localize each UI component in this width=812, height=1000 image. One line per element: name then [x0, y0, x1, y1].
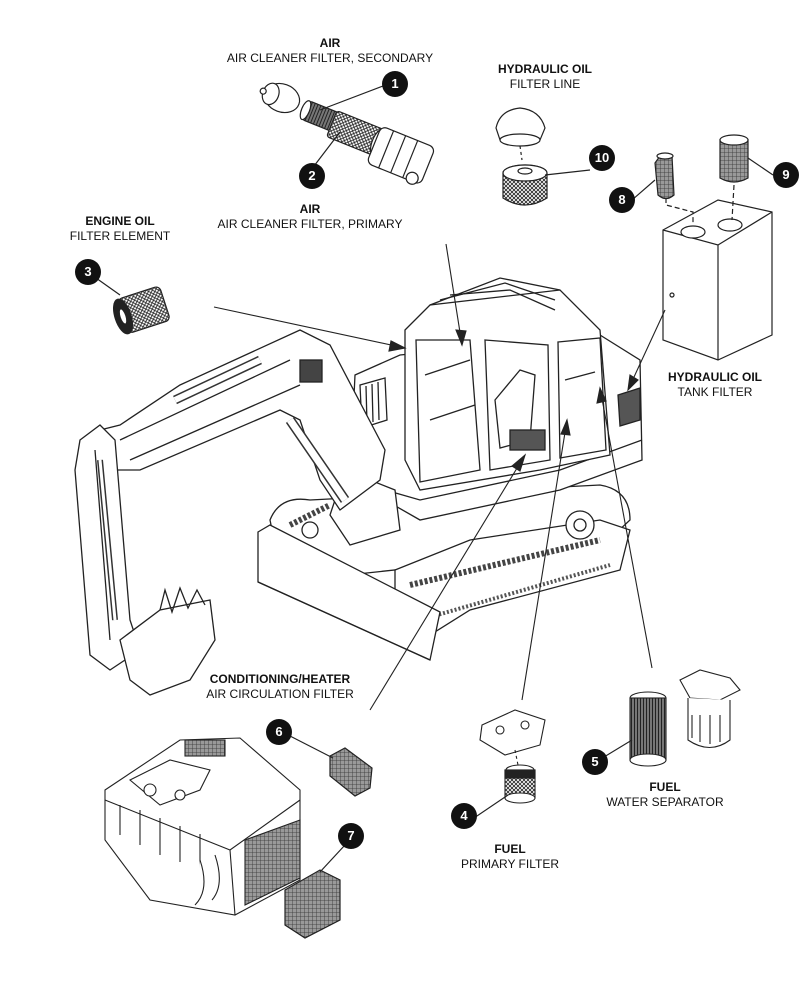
hvac-unit	[104, 737, 301, 916]
label-engine-oil-sub: FILTER ELEMENT	[69, 229, 171, 243]
label-engine-oil: ENGINE OIL FILTER ELEMENT	[50, 214, 190, 244]
air-cleaner-assembly	[259, 82, 435, 185]
label-air-primary-sub: AIR CLEANER FILTER, PRIMARY	[217, 217, 403, 231]
label-conditioning-sub: AIR CIRCULATION FILTER	[206, 687, 354, 701]
label-hydraulic-filter-line-heading: HYDRAULIC OIL	[498, 62, 592, 76]
label-air-primary: AIR AIR CLEANER FILTER, PRIMARY	[180, 202, 440, 232]
label-engine-oil-heading: ENGINE OIL	[85, 214, 155, 228]
callout-5: 5	[582, 749, 608, 775]
callout-4: 4	[451, 803, 477, 829]
hvac-filter-large	[284, 844, 346, 939]
label-hydraulic-filter-line: HYDRAULIC OIL FILTER LINE	[470, 62, 620, 92]
hvac-filter-small	[289, 735, 373, 797]
fuel-primary-filter-assembly	[473, 709, 546, 819]
label-fuel-water-separator-sub: WATER SEPARATOR	[606, 795, 724, 809]
engine-oil-filter	[95, 277, 170, 335]
label-conditioning-heading: CONDITIONING/HEATER	[209, 672, 351, 686]
callout-6: 6	[266, 719, 292, 745]
callout-8: 8	[609, 187, 635, 213]
hydraulic-filter-line-assembly	[495, 107, 591, 206]
fuel-water-separator-assembly	[603, 669, 741, 767]
label-air-secondary: AIR AIR CLEANER FILTER, SECONDARY	[200, 36, 460, 66]
label-fuel-water-separator: FUEL WATER SEPARATOR	[590, 780, 740, 810]
label-hydraulic-filter-line-sub: FILTER LINE	[509, 77, 581, 91]
label-fuel-primary-heading: FUEL	[494, 842, 526, 856]
label-fuel-primary: FUEL PRIMARY FILTER	[440, 842, 580, 872]
callout-2: 2	[299, 163, 325, 189]
callout-1: 1	[382, 71, 408, 97]
label-air-secondary-sub: AIR CLEANER FILTER, SECONDARY	[226, 51, 434, 65]
label-hydraulic-tank: HYDRAULIC OIL TANK FILTER	[650, 370, 780, 400]
hydraulic-tank-assembly	[631, 134, 774, 361]
label-fuel-water-separator-heading: FUEL	[649, 780, 681, 794]
label-fuel-primary-sub: PRIMARY FILTER	[460, 857, 560, 871]
callout-9: 9	[773, 162, 799, 188]
label-hydraulic-tank-sub: TANK FILTER	[677, 385, 753, 399]
label-hydraulic-tank-heading: HYDRAULIC OIL	[668, 370, 762, 384]
callout-7: 7	[338, 823, 364, 849]
leader-lines	[213, 243, 666, 711]
label-air-secondary-heading: AIR	[319, 36, 341, 50]
label-air-primary-heading: AIR	[299, 202, 321, 216]
callout-10: 10	[589, 145, 615, 171]
label-conditioning: CONDITIONING/HEATER AIR CIRCULATION FILT…	[185, 672, 375, 702]
callout-3: 3	[75, 259, 101, 285]
excavator	[74, 277, 643, 696]
